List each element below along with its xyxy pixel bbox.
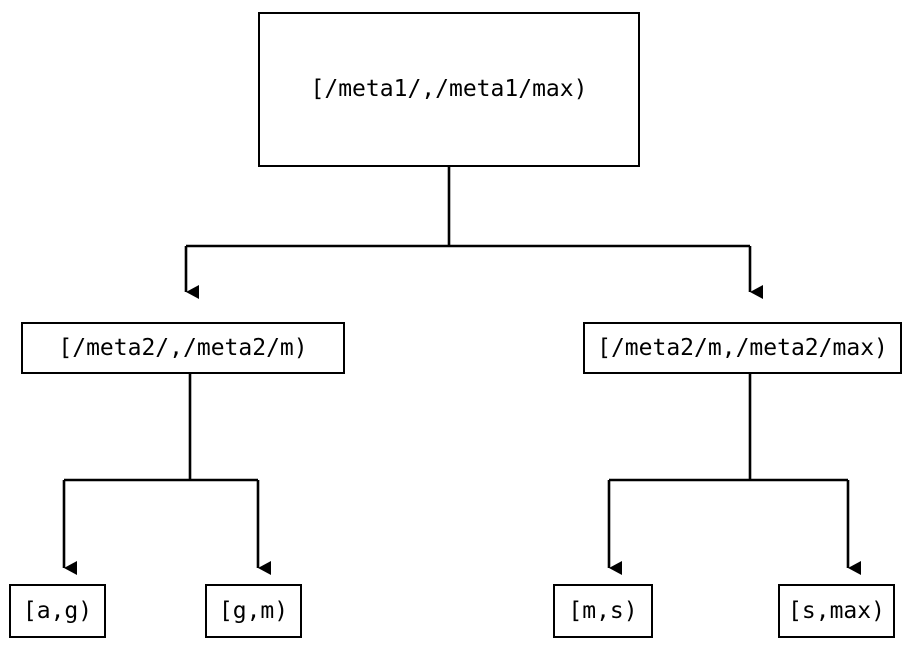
node-mid-left[interactable]: [/meta2/,/meta2/m) xyxy=(21,322,345,374)
node-leaf-a-g-label: [a,g) xyxy=(22,597,93,624)
node-leaf-g-m[interactable]: [g,m) xyxy=(205,584,302,638)
node-mid-left-label: [/meta2/,/meta2/m) xyxy=(58,334,308,361)
node-mid-right-label: [/meta2/m,/meta2/max) xyxy=(597,334,888,361)
node-leaf-a-g[interactable]: [a,g) xyxy=(9,584,106,638)
node-leaf-g-m-label: [g,m) xyxy=(218,597,289,624)
node-root[interactable]: [/meta1/,/meta1/max) xyxy=(258,12,640,167)
edge-midleft-to-leaves xyxy=(62,374,271,575)
node-leaf-m-s[interactable]: [m,s) xyxy=(553,584,653,638)
edge-midright-to-leaves xyxy=(607,374,861,575)
node-leaf-s-max-label: [s,max) xyxy=(788,597,885,624)
edge-root-to-mids xyxy=(184,167,763,299)
node-root-label: [/meta1/,/meta1/max) xyxy=(310,76,588,102)
node-mid-right[interactable]: [/meta2/m,/meta2/max) xyxy=(583,322,902,374)
node-leaf-m-s-label: [m,s) xyxy=(568,597,638,624)
node-leaf-s-max[interactable]: [s,max) xyxy=(778,584,895,638)
